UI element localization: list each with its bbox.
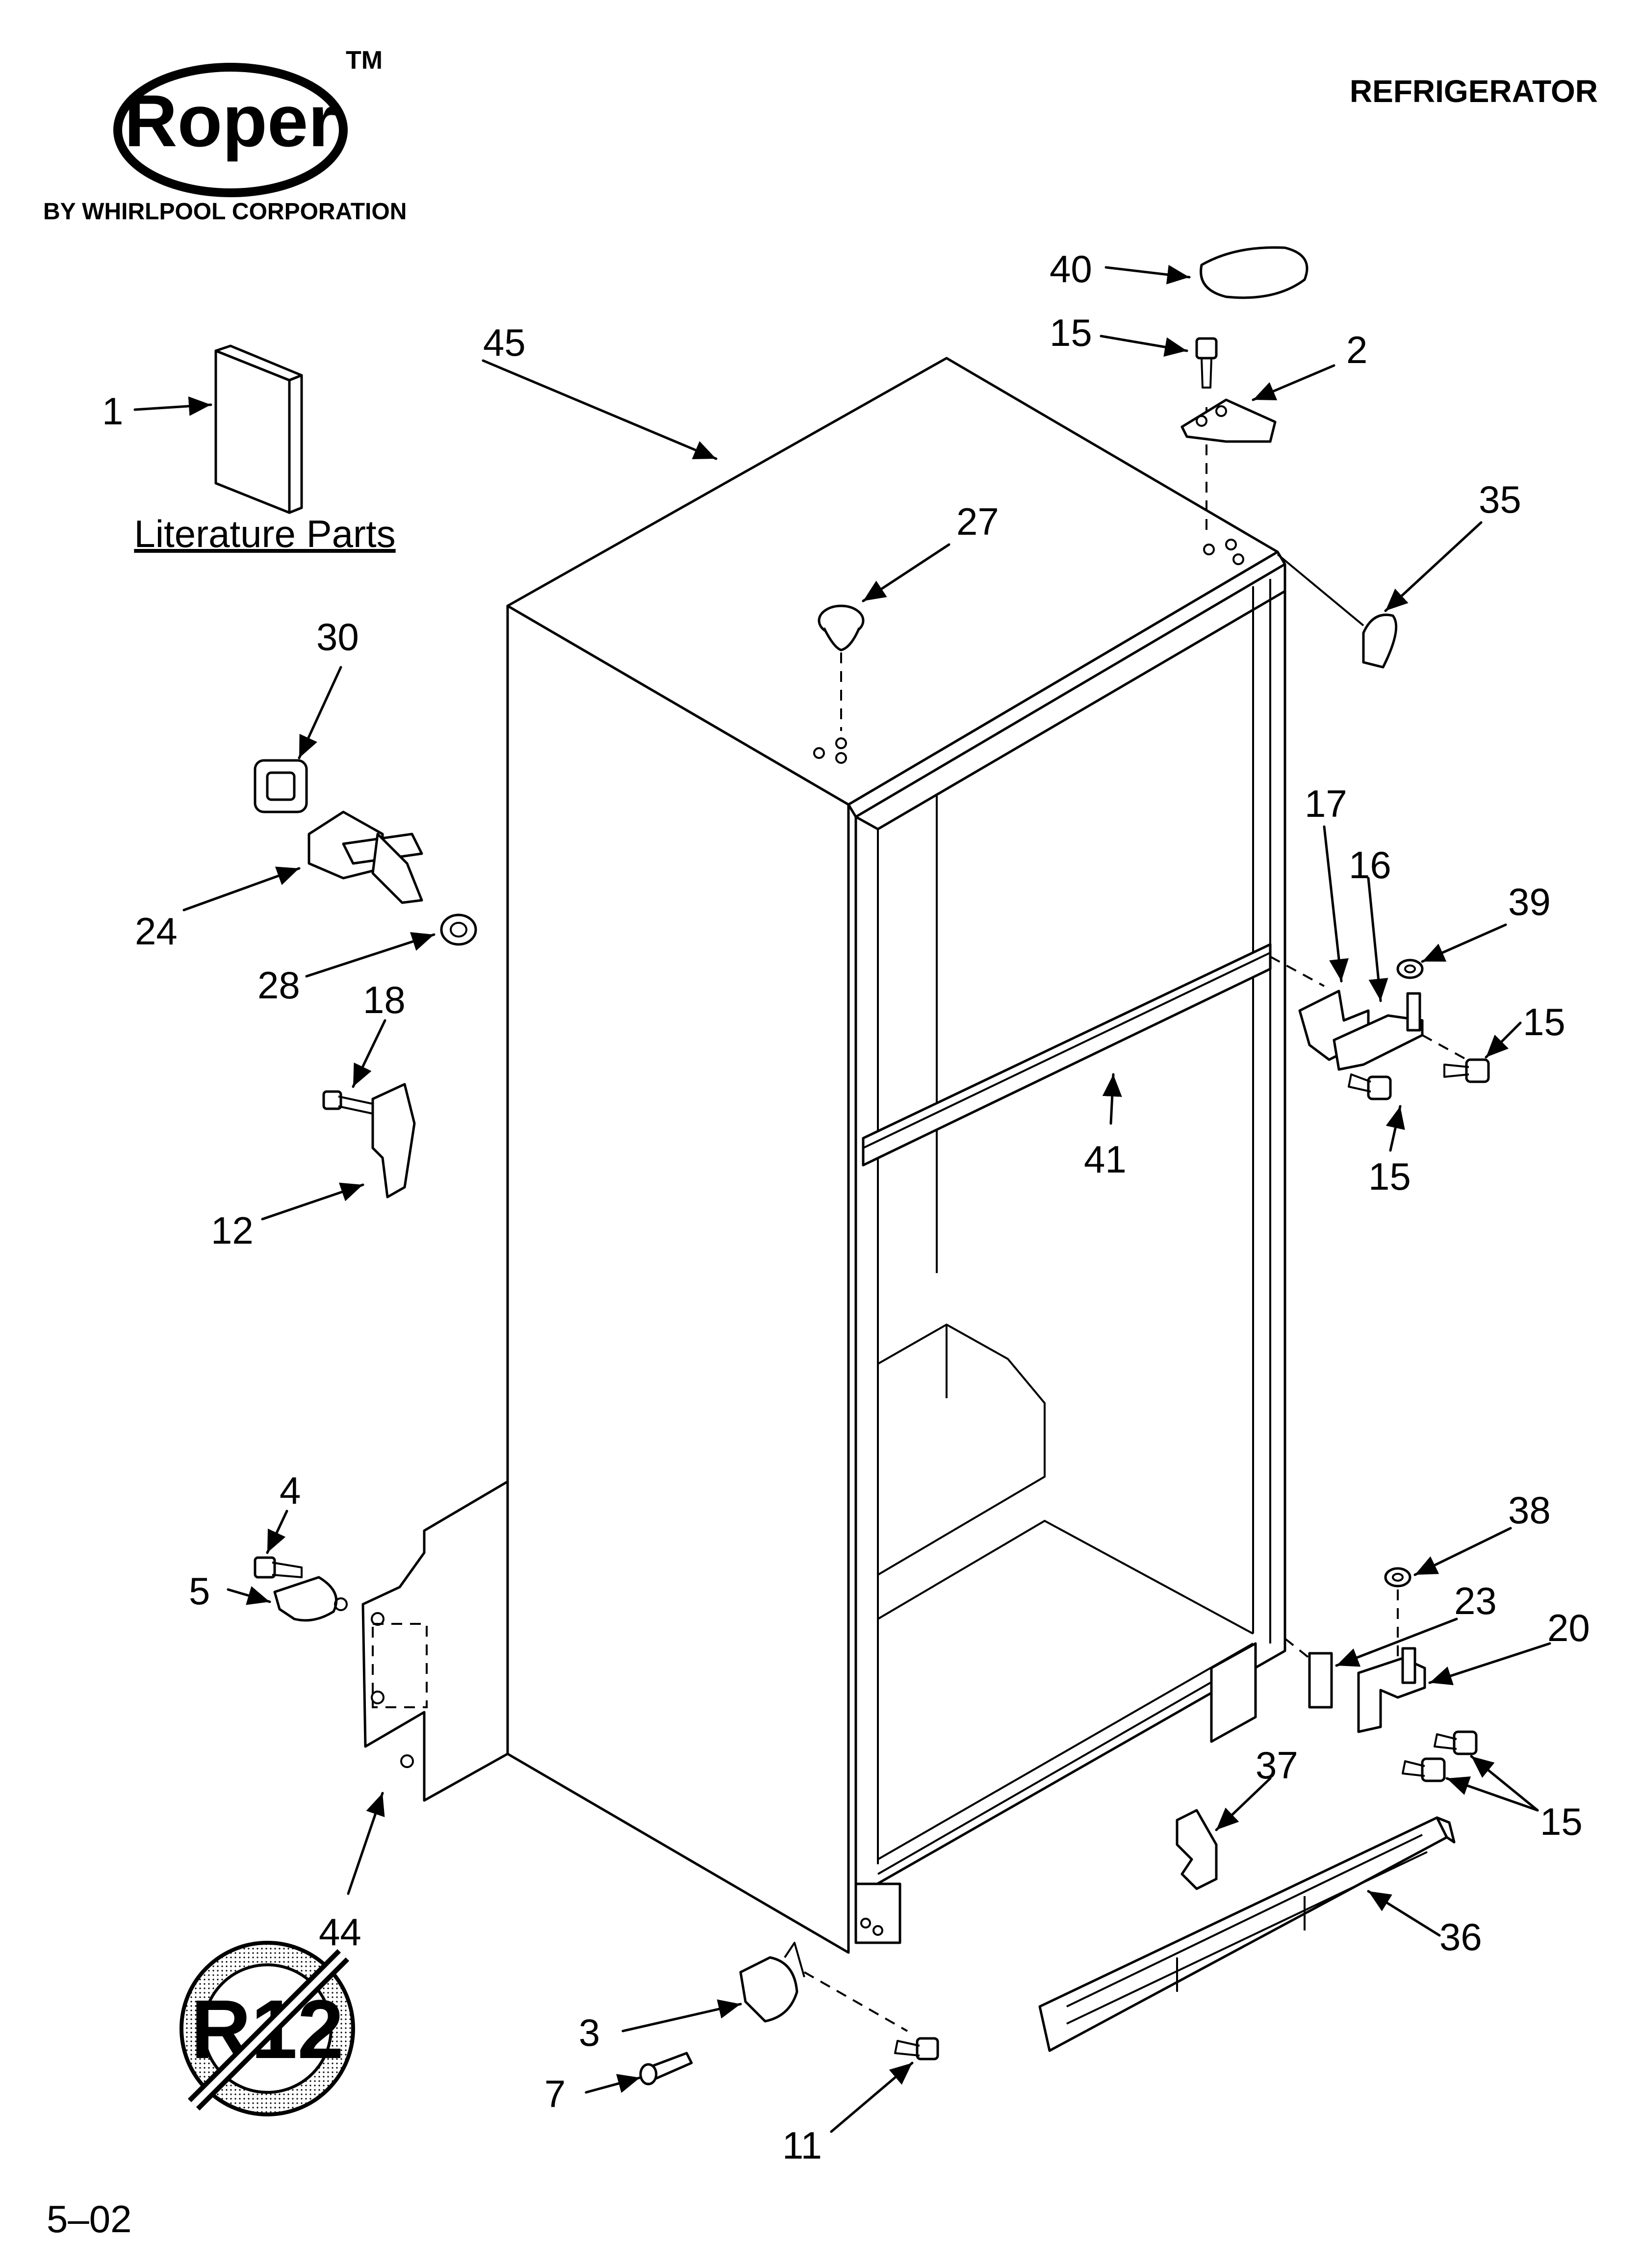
pin bbox=[639, 2052, 693, 2086]
washer bbox=[440, 913, 477, 946]
callout-5: 5 bbox=[189, 1569, 210, 1613]
callout-39: 39 bbox=[1508, 880, 1551, 923]
grille-clip bbox=[1176, 1809, 1218, 1890]
screw-bottom-a bbox=[1434, 1730, 1478, 1755]
callout-35: 35 bbox=[1479, 478, 1521, 521]
callout-30: 30 bbox=[316, 615, 359, 658]
callout-16: 16 bbox=[1349, 843, 1391, 886]
callout-36: 36 bbox=[1439, 1915, 1482, 1958]
callout-44: 44 bbox=[319, 1910, 361, 1954]
screw-right-b bbox=[1348, 1073, 1392, 1100]
roper-logo: Roper TM bbox=[113, 46, 383, 197]
trademark-mark: TM bbox=[346, 46, 383, 75]
revision-code: 5–02 bbox=[47, 2197, 132, 2241]
hinge-cover bbox=[1200, 246, 1308, 299]
literature-book-icon bbox=[214, 344, 303, 514]
spacer-washer bbox=[1396, 959, 1424, 979]
callout-15-top: 15 bbox=[1050, 311, 1092, 354]
screw-bottom-b bbox=[1402, 1757, 1446, 1782]
brand-name: Roper bbox=[124, 79, 336, 162]
callout-18: 18 bbox=[363, 978, 406, 1021]
callout-15-middle: 15 bbox=[1368, 1155, 1411, 1198]
callout-12: 12 bbox=[211, 1209, 254, 1252]
callout-15-bottom: 15 bbox=[1540, 1800, 1583, 1843]
callout-38: 38 bbox=[1508, 1488, 1551, 1532]
callout-11: 11 bbox=[782, 2124, 822, 2167]
callout-2: 2 bbox=[1346, 328, 1367, 371]
screw-left bbox=[322, 1090, 374, 1115]
divider-rail bbox=[862, 943, 1272, 1167]
callout-1: 1 bbox=[102, 390, 123, 433]
screw-top bbox=[1195, 337, 1218, 389]
literature-parts-label: Literature Parts bbox=[134, 512, 395, 555]
screw-right-a bbox=[1443, 1058, 1490, 1083]
callout-27: 27 bbox=[956, 500, 999, 543]
brand-subtitle: BY WHIRLPOOL CORPORATION bbox=[43, 199, 407, 225]
no-cfc-icon: R12 bbox=[180, 1941, 355, 2116]
plug bbox=[818, 604, 865, 652]
refrigerator-cabinet bbox=[506, 357, 1286, 1954]
callout-15-middle-right: 15 bbox=[1523, 1000, 1565, 1043]
toe-grille bbox=[1038, 1816, 1456, 2052]
callout-17: 17 bbox=[1305, 782, 1347, 825]
shim-plate bbox=[1308, 1652, 1333, 1709]
callout-4: 4 bbox=[280, 1469, 301, 1512]
shaft-assembly bbox=[308, 810, 423, 904]
top-hinge bbox=[1180, 398, 1277, 443]
bottom-washer bbox=[1384, 1567, 1411, 1588]
leveling-screw bbox=[894, 2037, 939, 2060]
callout-20: 20 bbox=[1547, 1606, 1590, 1649]
bracket-left bbox=[371, 1083, 416, 1199]
leveling-bracket bbox=[739, 1942, 805, 2023]
screw-clip bbox=[254, 1556, 303, 1579]
clamp bbox=[273, 1576, 338, 1622]
page-title: REFRIGERATOR bbox=[1350, 74, 1598, 109]
callout-41: 41 bbox=[1084, 1138, 1127, 1181]
callout-45: 45 bbox=[483, 321, 526, 364]
callout-23: 23 bbox=[1454, 1579, 1497, 1622]
callout-37: 37 bbox=[1256, 1744, 1298, 1787]
callout-7: 7 bbox=[544, 2072, 565, 2115]
callout-24: 24 bbox=[135, 910, 178, 953]
callout-28: 28 bbox=[257, 964, 300, 1007]
callout-labels: 40 15 2 45 1 27 35 30 24 28 18 12 17 16 … bbox=[102, 247, 1590, 2167]
side-panel bbox=[361, 1480, 509, 1802]
callout-3: 3 bbox=[579, 2011, 600, 2054]
leader-lines bbox=[133, 264, 1551, 2133]
callout-40: 40 bbox=[1050, 247, 1092, 290]
trim-piece bbox=[1362, 613, 1398, 669]
